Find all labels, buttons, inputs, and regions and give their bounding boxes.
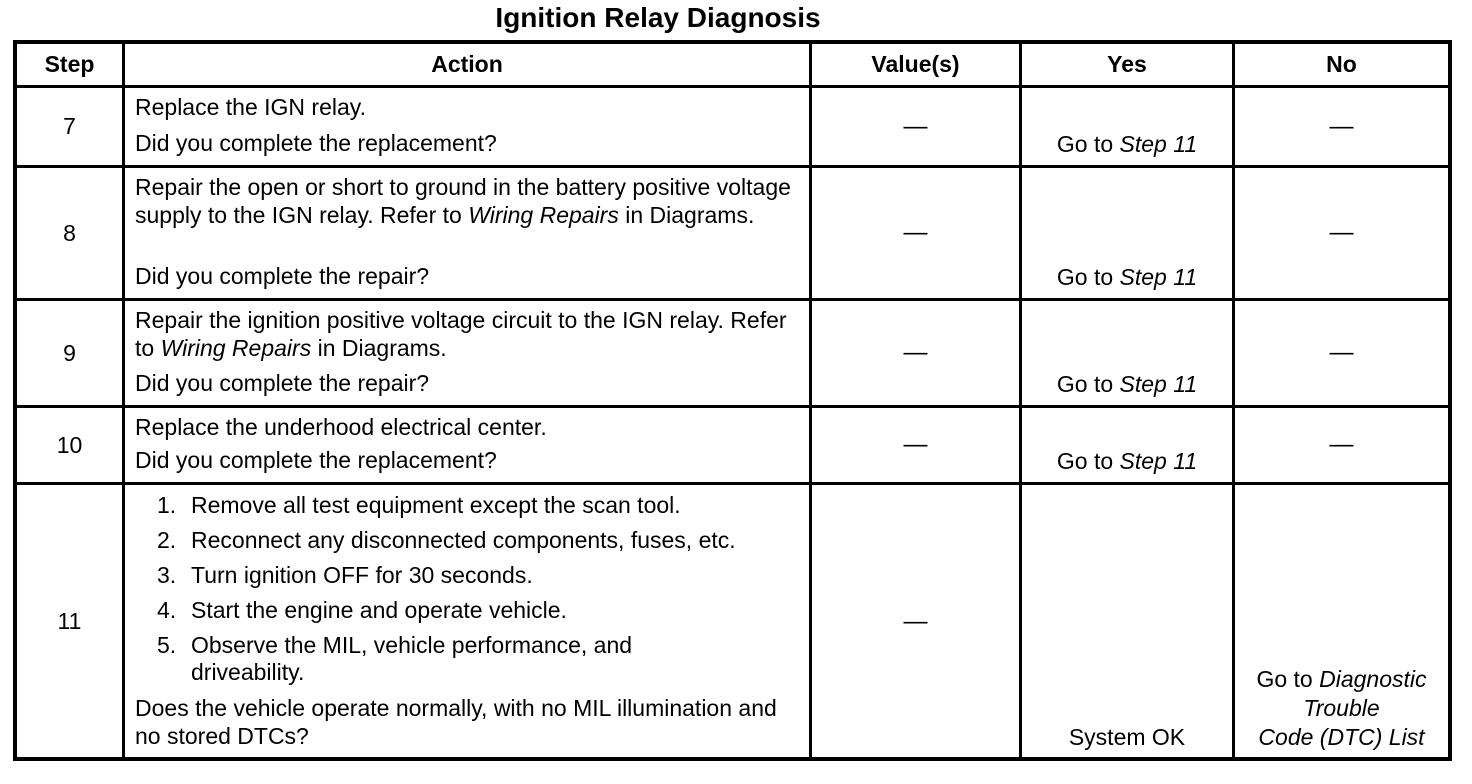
no-goto-line2: Trouble xyxy=(1303,694,1379,723)
list-item-number: 3. xyxy=(157,562,177,588)
action-text-plain: Replace the underhood electrical center. xyxy=(135,414,547,440)
list-item-line2: driveability. xyxy=(191,659,305,685)
action-question: Did you complete the replacement? xyxy=(135,447,497,473)
list-item-text: Turn ignition OFF for 30 seconds. xyxy=(191,562,533,588)
value-cell: — xyxy=(809,408,1019,482)
yes-goto-plain: Go to xyxy=(1056,264,1120,290)
no-goto-italic: Trouble xyxy=(1303,695,1380,721)
action-question: Did you complete the replacement? xyxy=(135,130,497,156)
value-cell: — xyxy=(809,88,1019,165)
yes-goto-italic: Step 11 xyxy=(1119,371,1198,397)
action-numbered-list: 1. Remove all test equipment except the s… xyxy=(135,490,799,694)
action-text: Repair the open or short to ground in th… xyxy=(135,173,799,229)
list-item-number: 4. xyxy=(157,597,177,623)
action-text-plain: Repair the ignition positive voltage cir… xyxy=(135,307,787,361)
no-goto-italic: Code (DTC) List xyxy=(1258,724,1425,750)
table-row-step-9: 9 Repair the ignition positive voltage c… xyxy=(17,298,1448,405)
action-text: Replace the IGN relay. xyxy=(135,93,799,121)
list-item: 3. Turn ignition OFF for 30 seconds. xyxy=(157,562,799,589)
no-cell: — xyxy=(1232,301,1448,405)
col-header-values: Value(s) xyxy=(809,44,1019,85)
yes-goto: Go to Step 11 xyxy=(1057,131,1197,158)
col-header-step: Step xyxy=(44,51,95,77)
yes-goto-plain: Go to xyxy=(1056,448,1120,474)
no-goto-italic: Diagnostic xyxy=(1319,666,1427,692)
action-cell: Replace the IGN relay. Did you complete … xyxy=(122,88,809,165)
no-cell: — xyxy=(1232,88,1448,165)
list-item-text: Start the engine and operate vehicle. xyxy=(191,597,567,623)
yes-goto-italic: Step 11 xyxy=(1119,448,1198,474)
action-cell: Replace the underhood electrical center.… xyxy=(122,408,809,482)
action-question: Does the vehicle operate normally, with … xyxy=(135,695,777,749)
yes-goto-plain: Go to xyxy=(1056,371,1120,397)
table-row-step-8: 8 Repair the open or short to ground in … xyxy=(17,165,1448,298)
yes-goto: Go to Step 11 xyxy=(1057,371,1197,398)
action-cell: Repair the open or short to ground in th… xyxy=(122,168,809,298)
yes-goto-italic: Step 11 xyxy=(1119,264,1198,290)
no-goto-plain: Go to xyxy=(1256,666,1320,692)
list-item-number: 2. xyxy=(157,527,177,553)
page-title: Ignition Relay Diagnosis xyxy=(495,2,821,33)
no-goto-line3: Code (DTC) List xyxy=(1258,723,1424,752)
action-question: Did you complete the repair? xyxy=(135,263,430,289)
action-text: Repair the ignition positive voltage cir… xyxy=(135,306,799,362)
list-item-text: Remove all test equipment except the sca… xyxy=(191,492,681,518)
table-row-step-10: 10 Replace the underhood electrical cent… xyxy=(17,405,1448,482)
value-cell: — xyxy=(809,168,1019,298)
col-header-no: No xyxy=(1232,44,1448,85)
list-item: 2. Reconnect any disconnected components,… xyxy=(157,527,799,554)
col-header-action: Action xyxy=(122,44,809,85)
action-text-plain: Repair the open or short to ground in th… xyxy=(135,174,791,228)
yes-result: System OK xyxy=(1068,724,1186,750)
action-text-plain: Replace the IGN relay. xyxy=(135,94,366,120)
step-number: 8 xyxy=(63,219,76,246)
list-item: 5. Observe the MIL, vehicle performance, … xyxy=(157,632,799,686)
yes-cell: Go to Step 11 xyxy=(1019,88,1232,165)
action-cell: 1. Remove all test equipment except the s… xyxy=(122,485,809,758)
ignition-relay-diagnosis-table: Step Action Value(s) Yes No 7 Replace th… xyxy=(13,40,1452,761)
list-item-text: Observe the MIL, vehicle performance, an… xyxy=(191,632,632,686)
step-number: 11 xyxy=(57,608,82,634)
action-cell: Repair the ignition positive voltage cir… xyxy=(122,301,809,405)
step-number: 7 xyxy=(63,113,76,139)
list-item: 1. Remove all test equipment except the s… xyxy=(157,492,799,519)
yes-cell: System OK xyxy=(1019,485,1232,758)
action-text-italic: Wiring Repairs xyxy=(160,335,312,361)
list-item-number: 1. xyxy=(157,492,177,518)
action-question: Did you complete the repair? xyxy=(135,370,430,396)
yes-cell: Go to Step 11 xyxy=(1019,168,1232,298)
table-header-row: Step Action Value(s) Yes No xyxy=(17,44,1448,85)
yes-cell: Go to Step 11 xyxy=(1019,301,1232,405)
yes-goto-italic: Step 11 xyxy=(1119,131,1198,157)
table-row-step-7: 7 Replace the IGN relay. Did you complet… xyxy=(17,85,1448,165)
list-item-line1: Observe the MIL, vehicle performance, an… xyxy=(191,632,633,658)
value-cell: — xyxy=(809,301,1019,405)
no-cell: Go to Diagnostic Trouble Code (DTC) List xyxy=(1232,485,1448,758)
step-number: 10 xyxy=(56,431,83,458)
list-item-number: 5. xyxy=(157,632,177,658)
action-text-tail: in Diagrams. xyxy=(618,202,755,228)
step-number: 9 xyxy=(63,339,76,366)
list-item: 4. Start the engine and operate vehicle. xyxy=(157,597,799,624)
list-item-text: Reconnect any disconnected components, f… xyxy=(191,527,736,553)
yes-goto: Go to Step 11 xyxy=(1057,264,1197,291)
yes-goto-plain: Go to xyxy=(1056,131,1120,157)
yes-goto: Go to Step 11 xyxy=(1057,448,1197,475)
col-header-yes: Yes xyxy=(1019,44,1232,85)
action-text-italic: Wiring Repairs xyxy=(468,202,619,228)
no-cell: — xyxy=(1232,408,1448,482)
action-text: Replace the underhood electrical center. xyxy=(135,413,799,441)
value-cell: — xyxy=(809,485,1019,758)
action-text-tail: in Diagrams. xyxy=(311,335,447,361)
yes-cell: Go to Step 11 xyxy=(1019,408,1232,482)
table-row-step-11: 11 1. Remove all test equipment except th… xyxy=(17,482,1448,758)
no-cell: — xyxy=(1232,168,1448,298)
no-goto-line1: Go to Diagnostic xyxy=(1256,665,1426,694)
